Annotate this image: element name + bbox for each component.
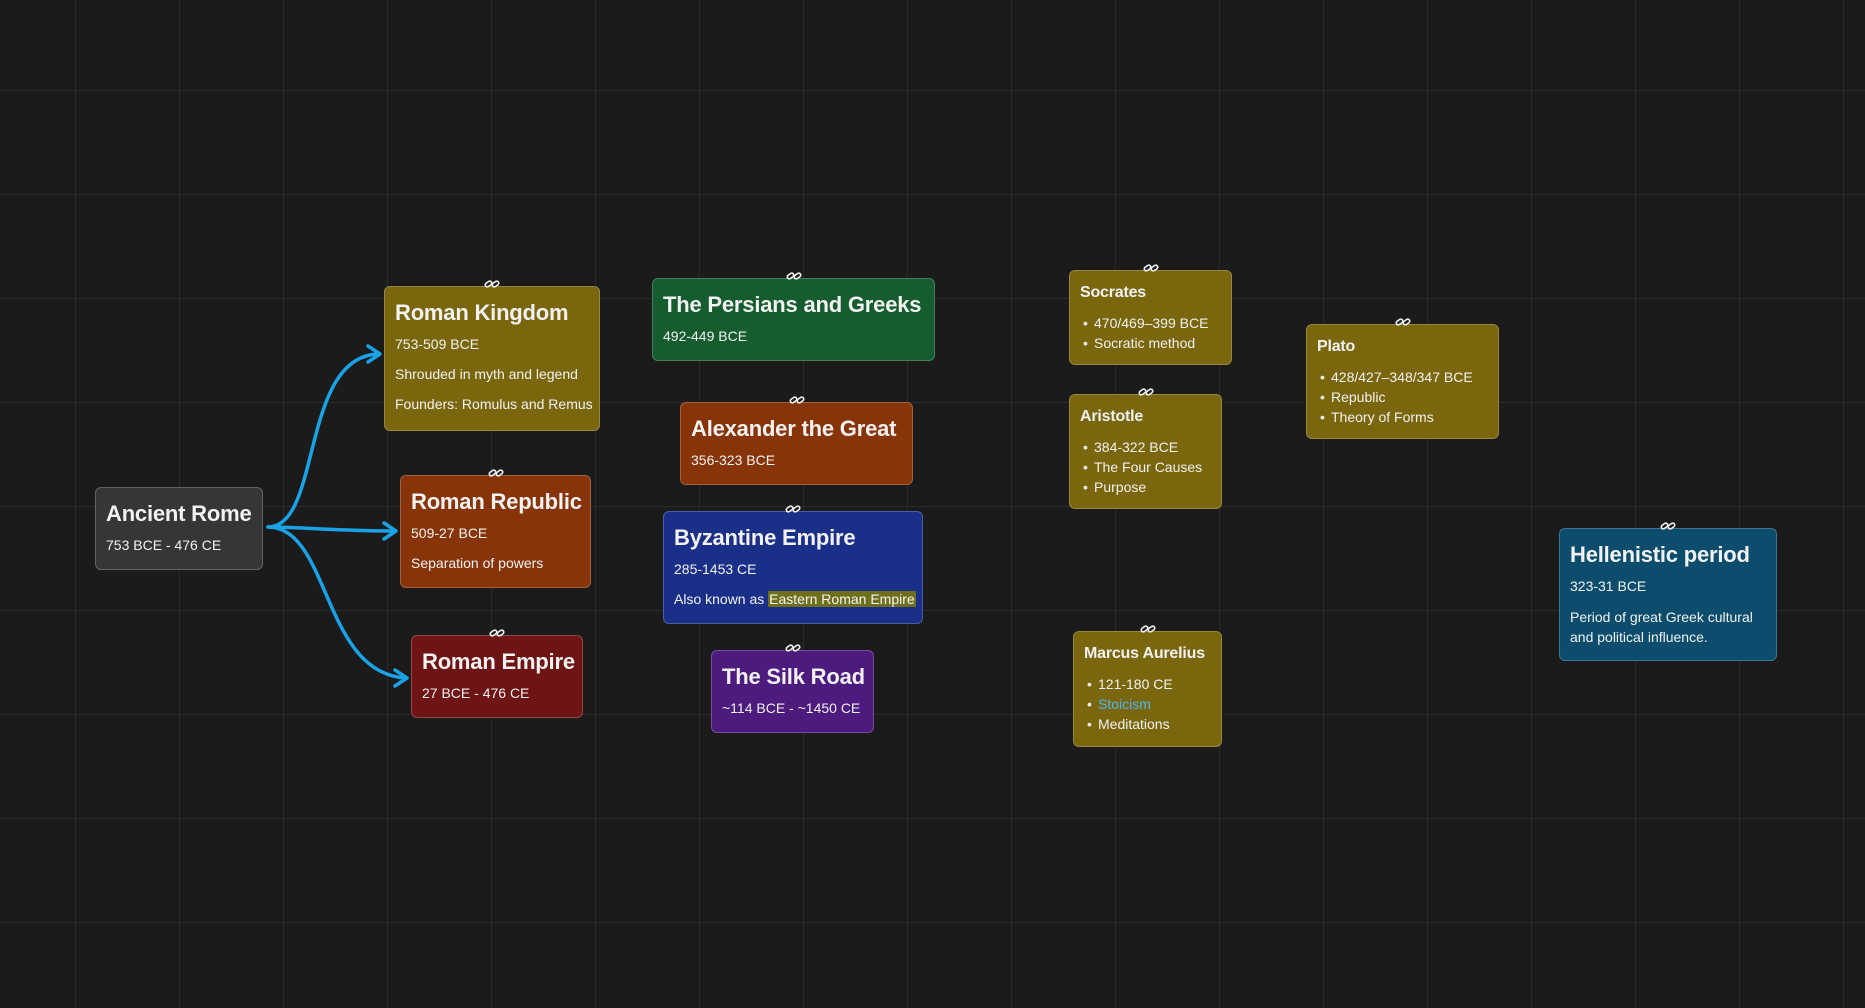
card-persians-greeks[interactable]: The Persians and Greeks 492-449 BCE (652, 272, 935, 361)
arrowhead-icon (393, 668, 409, 688)
list-item: 384-322 BCE (1083, 437, 1211, 457)
list-item: 428/427–348/347 BCE (1320, 367, 1488, 387)
card-note: Separation of powers (411, 555, 544, 571)
stoicism-link[interactable]: Stoicism (1098, 696, 1151, 712)
card-roman-empire[interactable]: Roman Empire 27 BCE - 476 CE (411, 629, 583, 718)
card-marcus-aurelius[interactable]: Marcus Aurelius 121-180 CE Stoicism Medi… (1073, 625, 1222, 747)
card-title: Hellenistic period (1570, 542, 1750, 567)
card-title: The Persians and Greeks (663, 292, 922, 317)
card-title: Marcus Aurelius (1084, 645, 1205, 662)
card-note: Shrouded in myth and legend (395, 366, 578, 382)
link-icon[interactable] (484, 278, 500, 290)
link-icon[interactable] (785, 270, 802, 282)
aka-prefix: Also known as (674, 591, 769, 607)
card-title: Alexander the Great (691, 416, 897, 441)
card-roman-kingdom[interactable]: Roman Kingdom 753-509 BCE Shrouded in my… (384, 280, 600, 431)
link-icon[interactable] (1142, 262, 1159, 274)
card-description: Period of great Greek cultural and polit… (1570, 609, 1753, 645)
link-icon[interactable] (785, 503, 801, 515)
link-icon[interactable] (489, 627, 505, 639)
link-icon[interactable] (1139, 623, 1156, 635)
card-socrates[interactable]: Socrates 470/469–399 BCE Socratic method (1069, 264, 1232, 365)
list-item: Socratic method (1083, 333, 1221, 353)
edge-rome-to-kingdom[interactable] (266, 352, 380, 529)
link-icon[interactable] (1660, 520, 1676, 532)
card-aristotle[interactable]: Aristotle 384-322 BCE The Four Causes Pu… (1069, 388, 1222, 509)
card-dates: 323-31 BCE (1570, 578, 1647, 594)
card-title: Roman Kingdom (395, 300, 569, 325)
bullet-list: 384-322 BCE The Four Causes Purpose (1080, 437, 1211, 497)
list-item: Republic (1320, 387, 1488, 407)
card-dates: 492-449 BCE (663, 328, 748, 344)
card-title: The Silk Road (722, 664, 865, 689)
card-title: Roman Empire (422, 649, 575, 674)
card-dates: 356-323 BCE (691, 452, 776, 468)
bullet-list: 470/469–399 BCE Socratic method (1080, 313, 1221, 353)
arrowhead-icon (366, 344, 382, 364)
card-title: Roman Republic (411, 489, 582, 514)
card-alexander[interactable]: Alexander the Great 356-323 BCE (680, 396, 913, 485)
card-dates: 509-27 BCE (411, 525, 488, 541)
card-ancient-rome[interactable]: Ancient Rome 753 BCE - 476 CE (95, 487, 263, 570)
card-title: Byzantine Empire (674, 525, 856, 550)
card-aka: Also known as Eastern Roman Empire (674, 590, 916, 608)
card-byzantine[interactable]: Byzantine Empire 285-1453 CE Also known … (663, 505, 923, 624)
bullet-list: 428/427–348/347 BCE Republic Theory of F… (1317, 367, 1488, 427)
list-item: Purpose (1083, 477, 1211, 497)
list-item: 121-180 CE (1087, 674, 1211, 694)
link-icon[interactable] (788, 394, 805, 406)
card-title: Plato (1317, 338, 1356, 355)
card-dates: 753 BCE - 476 CE (106, 537, 222, 553)
card-dates: 285-1453 CE (674, 561, 757, 577)
edge-rome-to-republic[interactable] (266, 525, 396, 533)
list-item: Theory of Forms (1320, 407, 1488, 427)
card-roman-republic[interactable]: Roman Republic 509-27 BCE Separation of … (400, 469, 591, 588)
card-dates: 27 BCE - 476 CE (422, 685, 530, 701)
list-item: 470/469–399 BCE (1083, 313, 1221, 333)
highlighted-text: Eastern Roman Empire (768, 591, 916, 607)
edge-rome-to-empire[interactable] (266, 525, 407, 680)
bullet-list: 121-180 CE Stoicism Meditations (1084, 674, 1211, 734)
arrowhead-icon (382, 521, 398, 541)
list-item: The Four Causes (1083, 457, 1211, 477)
link-icon[interactable] (784, 642, 801, 654)
card-dates: ~114 BCE - ~1450 CE (722, 700, 861, 716)
card-plato[interactable]: Plato 428/427–348/347 BCE Republic Theor… (1306, 318, 1499, 439)
list-item: Stoicism (1087, 694, 1211, 714)
card-hellenistic-period[interactable]: Hellenistic period 323-31 BCE Period of … (1559, 522, 1777, 661)
card-founders: Founders: Romulus and Remus (395, 396, 593, 412)
card-title: Aristotle (1080, 408, 1144, 425)
card-title: Ancient Rome (106, 501, 252, 526)
card-title: Socrates (1080, 284, 1146, 301)
link-icon[interactable] (1394, 316, 1411, 328)
card-silk-road[interactable]: The Silk Road ~114 BCE - ~1450 CE (711, 644, 874, 733)
link-icon[interactable] (1137, 386, 1154, 398)
link-icon[interactable] (487, 467, 504, 479)
list-item: Meditations (1087, 714, 1211, 734)
card-dates: 753-509 BCE (395, 336, 480, 352)
